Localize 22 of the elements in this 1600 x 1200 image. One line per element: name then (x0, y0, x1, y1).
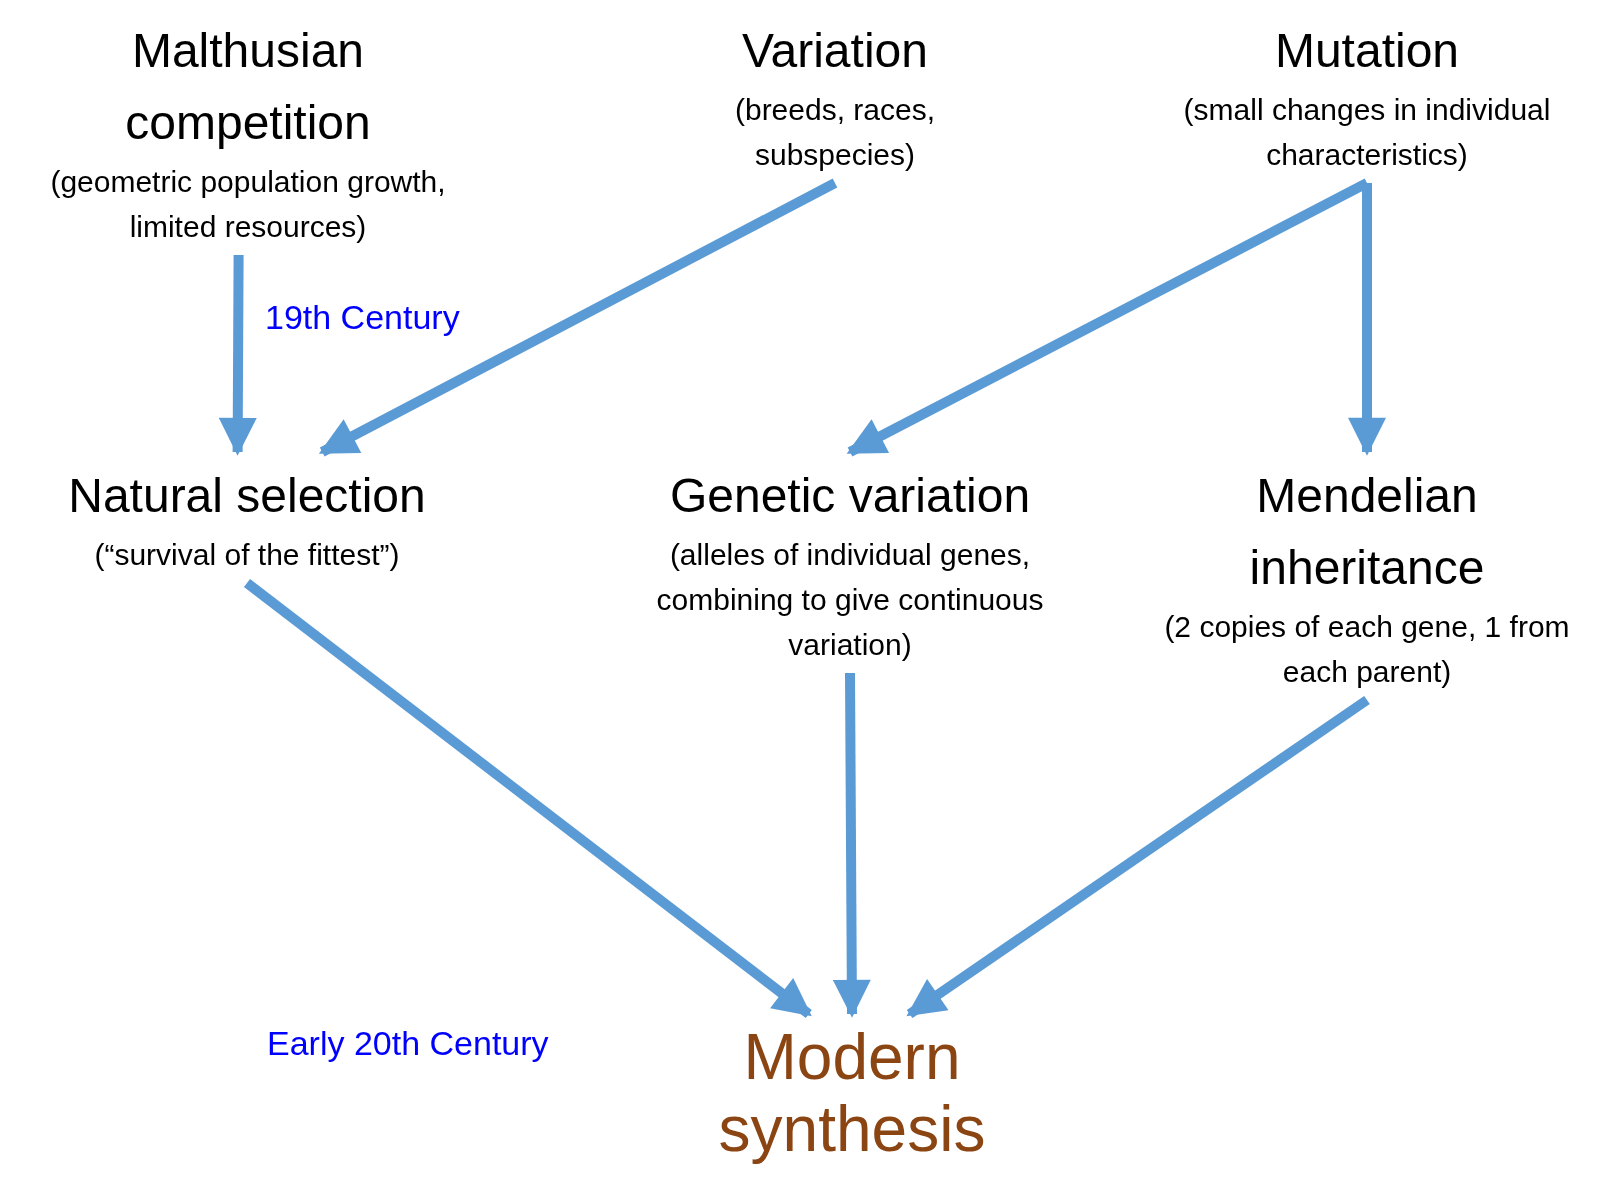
arrow (318, 178, 838, 457)
concept-heading: Mutation (1274, 23, 1460, 79)
concept-heading: Natural selection (68, 468, 426, 524)
concept-description: (“survival of the fittest”) (94, 537, 400, 573)
concept-heading: Genetic variation (669, 468, 1031, 524)
concept-heading: Malthusian competition (124, 23, 372, 151)
arrow (243, 579, 812, 1018)
era-label: Early 20th Century (267, 1023, 549, 1064)
result-heading: Modern synthesis (717, 1022, 987, 1166)
arrow (846, 178, 1370, 457)
concept-description: (geometric population growth, limited resources) (49, 164, 447, 245)
concept-heading: Variation (742, 23, 928, 79)
concept-description: (alleles of individual genes, combining to give continuous variation) (655, 537, 1045, 663)
concept-description: (2 copies of each gene, 1 from each parent) (1163, 609, 1571, 690)
concept-description: (breeds, races, subspecies) (733, 92, 937, 173)
arrow (832, 672, 871, 1018)
concept-heading: Mendelian inheritance (1248, 468, 1486, 596)
arrow (218, 254, 257, 456)
era-label: 19th Century (265, 297, 460, 338)
arrow (906, 695, 1370, 1019)
concept-description: (small changes in individual characteristics) (1182, 92, 1552, 173)
arrow (1348, 183, 1386, 456)
